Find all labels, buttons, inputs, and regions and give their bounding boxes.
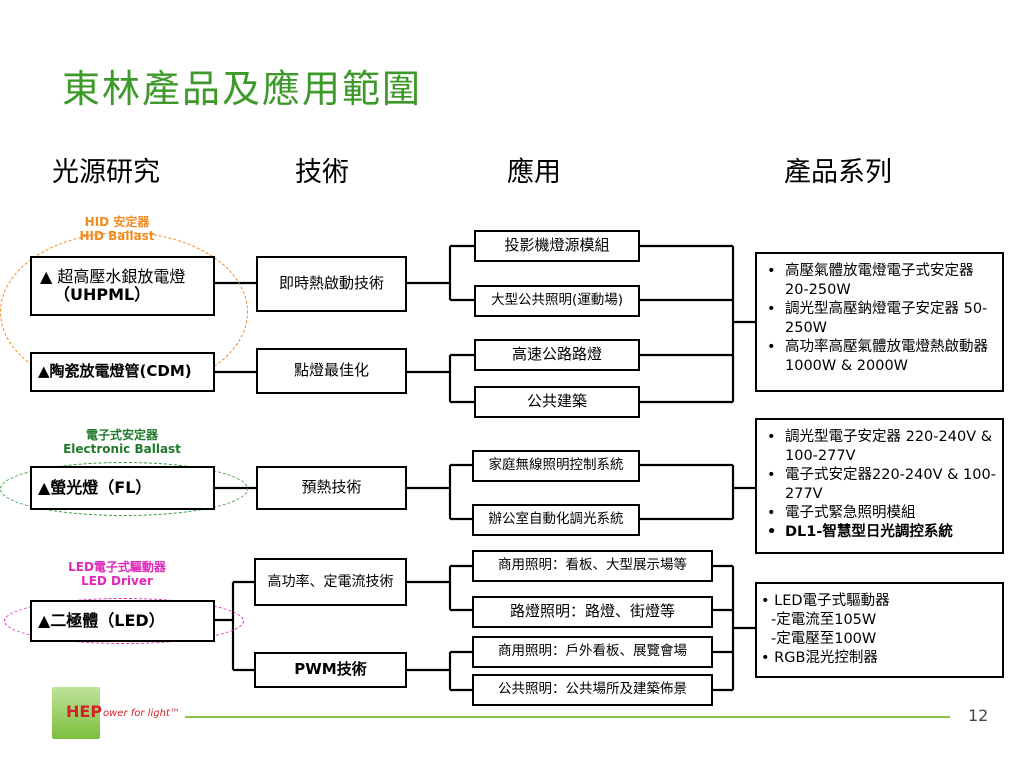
app-highway-lighting-label: 高速公路路燈 (511, 345, 602, 364)
app-box-commercial-signage: 商用照明：看板、大型展示場等 (472, 550, 713, 582)
product-electronic-item: 電子式安定器220-240V & 100-277V (765, 466, 998, 504)
hep-logo-block (52, 687, 100, 739)
product-list-led: • LED電子式驅動器 -定電流至105W -定電壓至100W • RGB混光控… (755, 582, 1004, 678)
app-projector-lamp-module-label: 投影機燈源模組 (504, 236, 610, 255)
source-uhpml-line1: ▲ 超高壓水銀放電燈 (40, 266, 186, 286)
page-number: 12 (968, 706, 989, 725)
product-list-hid: 高壓氣體放電燈電子式安定器 20-250W 調光型高壓鈉燈電子安定器 50-25… (755, 252, 1004, 392)
product-electronic-item: 調光型電子安定器 220-240V & 100-277V (765, 428, 998, 466)
app-stadium-lighting-label: 大型公共照明(運動場) (490, 292, 624, 309)
column-heading-light-source: 光源研究 (52, 157, 160, 188)
hid-category-label: HID 安定器 HID Ballast (72, 215, 162, 244)
product-hid-item: 高壓氣體放電燈電子式安定器 20-250W (765, 262, 998, 300)
app-box-outdoor-billboard: 商用照明：戶外看板、展覽會場 (472, 636, 713, 668)
hep-trademark: ™ (169, 708, 180, 719)
source-box-fl: ▲螢光燈（FL） (30, 466, 215, 510)
column-heading-technology: 技術 (295, 157, 349, 188)
app-box-street-lighting: 路燈照明：路燈、街燈等 (472, 596, 713, 628)
source-box-cdm: ▲陶瓷放電燈管(CDM) (30, 352, 215, 392)
product-led-item: -定電壓至100W (771, 631, 877, 647)
app-home-wireless-control-label: 家庭無線照明控制系統 (488, 457, 624, 474)
product-led-item: • LED電子式驅動器 (761, 593, 890, 609)
product-hid-item: 調光型高壓鈉燈電子安定器 50-250W (765, 300, 998, 338)
app-public-buildings-label: 公共建築 (526, 392, 587, 411)
electronic-group-ellipse (0, 462, 248, 516)
app-box-stadium-lighting: 大型公共照明(運動場) (474, 285, 640, 317)
source-led-label: ▲二極體（LED） (38, 610, 165, 630)
app-public-scenery-label: 公共照明：公共場所及建築佈景 (498, 681, 687, 698)
product-hid-item: 高功率高壓氣體放電燈熱啟動器 1000W & 2000W (765, 338, 998, 376)
column-heading-application: 應用 (507, 157, 561, 188)
tech-pwm-label: PWM技術 (294, 660, 367, 679)
app-street-lighting-label: 路燈照明：路燈、街燈等 (509, 602, 675, 621)
electronic-category-label: 電子式安定器 Electronic Ballast (52, 428, 192, 457)
app-outdoor-billboard-label: 商用照明：戶外看板、展覽會場 (498, 643, 687, 660)
tech-high-power-constant-current-label: 高功率、定電流技術 (267, 573, 394, 590)
app-box-home-wireless-control: 家庭無線照明控制系統 (472, 450, 640, 482)
led-group-ellipse (4, 598, 244, 644)
footer-divider (185, 716, 950, 718)
tech-box-instant-hot-start: 即時熱啟動技術 (256, 256, 407, 312)
led-label-cn: LED電子式驅動器 (68, 560, 166, 574)
tech-instant-hot-start-label: 即時熱啟動技術 (278, 274, 384, 293)
led-label-en: LED Driver (81, 574, 153, 589)
source-box-uhpml: ▲ 超高壓水銀放電燈 （UHPML） (30, 256, 215, 316)
product-led-item: • RGB混光控制器 (761, 650, 878, 666)
tech-lighting-optimization-label: 點燈最佳化 (293, 361, 369, 380)
hep-tagline: ower for light™ (103, 708, 180, 719)
app-box-highway-lighting: 高速公路路燈 (474, 339, 640, 371)
product-electronic-item: DL1-智慧型日光調控系統 (765, 523, 998, 542)
hep-logo: HEP (66, 702, 103, 721)
electronic-label-en: Electronic Ballast (63, 442, 181, 457)
product-list-electronic: 調光型電子安定器 220-240V & 100-277V 電子式安定器220-2… (755, 418, 1004, 554)
hid-label-cn: HID 安定器 (84, 215, 150, 229)
tech-box-lighting-optimization: 點燈最佳化 (256, 348, 407, 394)
source-cdm-label: ▲陶瓷放電燈管(CDM) (38, 362, 192, 381)
source-box-led: ▲二極體（LED） (30, 600, 215, 642)
app-box-office-automation-dimming: 辦公室自動化調光系統 (472, 504, 640, 536)
hep-tagline-text: ower for light (103, 708, 170, 719)
tech-box-high-power-constant-current: 高功率、定電流技術 (254, 558, 407, 606)
led-category-label: LED電子式驅動器 LED Driver (52, 560, 182, 589)
hid-label-en: HID Ballast (79, 229, 155, 244)
electronic-label-cn: 電子式安定器 (85, 428, 158, 442)
product-led-item: -定電流至105W (771, 612, 877, 628)
app-box-public-scenery: 公共照明：公共場所及建築佈景 (472, 674, 713, 706)
source-uhpml-line2: （UHPML） (54, 285, 151, 304)
source-fl-label: ▲螢光燈（FL） (38, 477, 152, 497)
tech-box-pwm: PWM技術 (254, 652, 407, 688)
tech-box-preheat: 預熱技術 (256, 466, 407, 510)
app-box-projector-lamp-module: 投影機燈源模組 (474, 230, 640, 262)
column-heading-product-series: 產品系列 (784, 157, 892, 188)
app-box-public-buildings: 公共建築 (474, 386, 640, 418)
page-title: 東林產品及應用範圍 (62, 67, 423, 111)
app-office-automation-dimming-label: 辦公室自動化調光系統 (488, 511, 624, 528)
app-commercial-signage-label: 商用照明：看板、大型展示場等 (498, 557, 687, 574)
product-electronic-item: 電子式緊急照明模組 (765, 504, 998, 523)
tech-preheat-label: 預熱技術 (301, 478, 362, 497)
